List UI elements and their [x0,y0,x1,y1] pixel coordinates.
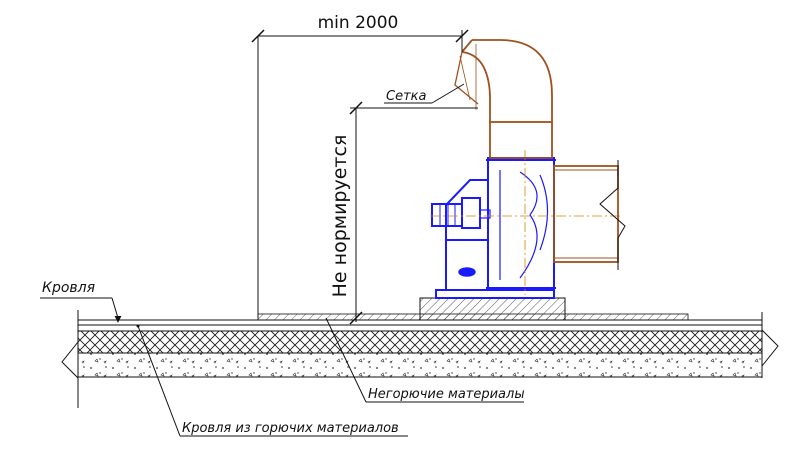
concrete-slab [77,352,763,378]
roof-layers [61,310,779,408]
leader-roof [40,297,122,323]
leader-mesh [384,83,465,104]
dimension-height [349,101,478,325]
leader-combustible-roof [136,324,408,437]
outlet-duct [553,165,619,263]
dimension-min-distance [251,29,469,318]
duct-elbow [454,39,553,159]
foundation-block [419,297,566,321]
min-distance-label: min 2000 [318,13,399,33]
roof-label: Кровля [42,280,95,296]
not-regulated-label: Не нормируется [329,135,351,298]
non-combustible-label: Негорючие материалы [368,387,525,402]
outlet-break-line [599,160,626,270]
combustible-roof-label: Кровля из горючих материалов [182,421,399,436]
leader-non-combustible [325,317,524,403]
insulation-layer [77,330,763,354]
mesh-label: Сетка [386,89,427,104]
fan-unit [419,150,620,321]
